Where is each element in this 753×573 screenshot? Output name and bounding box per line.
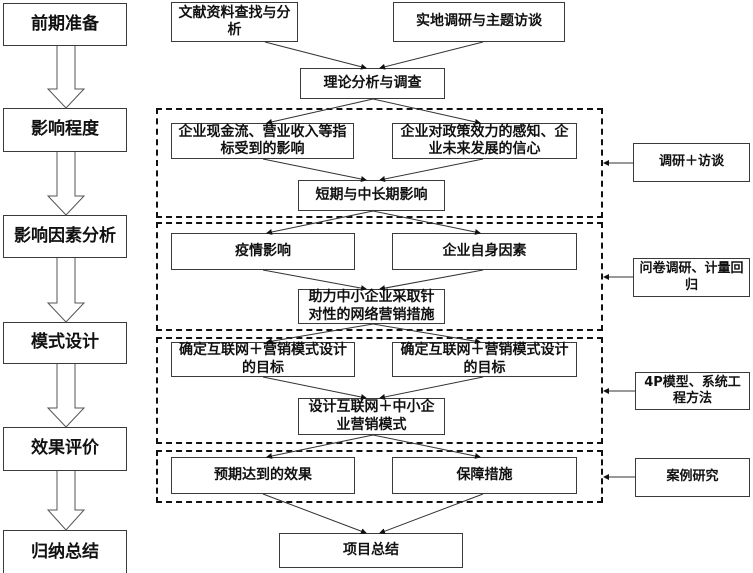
node-label: 企业自身因素 <box>442 242 527 259</box>
stage-effect-evaluation: 效果评价 <box>3 427 127 471</box>
stage-label: 模式设计 <box>31 332 99 353</box>
node-label: 文献资料查找与分析 <box>178 4 291 39</box>
stage-down-arrow-icon <box>46 471 86 531</box>
node-label: 确定互联网＋营销模式设计的目标 <box>179 342 347 376</box>
stage-label: 前期准备 <box>31 13 99 34</box>
stage-down-arrow-icon <box>46 258 86 323</box>
node-label: 助力中小企业采取针对性的网络营销措施 <box>308 289 435 323</box>
flow-arrow <box>379 41 484 70</box>
node-label: 保障措施 <box>456 466 513 483</box>
flow-arrow <box>264 41 367 70</box>
method-survey-interview: 调研＋访谈 <box>633 143 750 182</box>
node-label: 企业对政策效力的感知、企业未来发展的信心 <box>400 123 569 158</box>
node-label: 实地调研与主题访谈 <box>416 13 542 30</box>
method-4p-systems: 4P模型、系统工程方法 <box>635 372 750 410</box>
method-label: 调研＋访谈 <box>658 154 724 170</box>
method-label: 案例研究 <box>666 469 719 485</box>
node-label: 确定互联网＋营销模式设计的目标 <box>400 342 569 376</box>
stage-preparation: 前期准备 <box>3 3 127 46</box>
node-label: 预期达到的效果 <box>214 466 312 483</box>
node-label: 短期与中长期影响 <box>315 186 428 203</box>
node-label: 理论分析与调查 <box>323 74 422 91</box>
node-factor-enterprise: 企业自身因素 <box>392 233 577 270</box>
method-label: 问卷调研、计量回归 <box>639 261 744 293</box>
stage-label: 归纳总结 <box>31 541 99 562</box>
node-design-goal-right: 确定互联网＋营销模式设计的目标 <box>392 342 577 377</box>
node-label: 疫情影响 <box>235 242 291 259</box>
stage-label: 影响因素分析 <box>14 225 116 246</box>
stage-label: 效果评价 <box>31 438 99 459</box>
node-label: 设计互联网＋中小企业营销模式 <box>308 399 435 433</box>
method-case-study: 案例研究 <box>635 458 750 497</box>
node-project-summary: 项目总结 <box>279 533 463 568</box>
node-expected-effect: 预期达到的效果 <box>171 457 355 494</box>
stage-model-design: 模式设计 <box>3 322 127 364</box>
node-factor-epidemic: 疫情影响 <box>171 233 355 270</box>
node-impact-financial: 企业现金流、营业收入等指标受到的影响 <box>171 123 354 159</box>
node-literature-review: 文献资料查找与分析 <box>171 2 298 42</box>
node-design-goal-left: 确定互联网＋营销模式设计的目标 <box>171 342 355 377</box>
stage-summary: 归纳总结 <box>3 530 127 573</box>
stage-factor-analysis: 影响因素分析 <box>3 215 127 258</box>
node-safeguards: 保障措施 <box>392 457 577 494</box>
stage-down-arrow-icon <box>46 46 86 109</box>
node-impact-term: 短期与中长期影响 <box>298 180 445 211</box>
node-impact-confidence: 企业对政策效力的感知、企业未来发展的信心 <box>392 123 577 159</box>
node-theory-analysis: 理论分析与调查 <box>300 68 445 99</box>
method-label: 4P模型、系统工程方法 <box>644 374 741 406</box>
stage-down-arrow-icon <box>46 152 86 216</box>
stage-down-arrow-icon <box>46 364 86 428</box>
stage-impact-degree: 影响程度 <box>3 108 127 152</box>
node-label: 项目总结 <box>343 541 399 558</box>
stage-label: 影响程度 <box>31 119 99 140</box>
method-questionnaire-regression: 问卷调研、计量回归 <box>633 258 750 297</box>
node-factor-measures: 助力中小企业采取针对性的网络营销措施 <box>298 289 445 324</box>
node-design-model: 设计互联网＋中小企业营销模式 <box>298 398 445 435</box>
node-field-research: 实地调研与主题访谈 <box>393 2 565 42</box>
node-label: 企业现金流、营业收入等指标受到的影响 <box>178 123 347 158</box>
